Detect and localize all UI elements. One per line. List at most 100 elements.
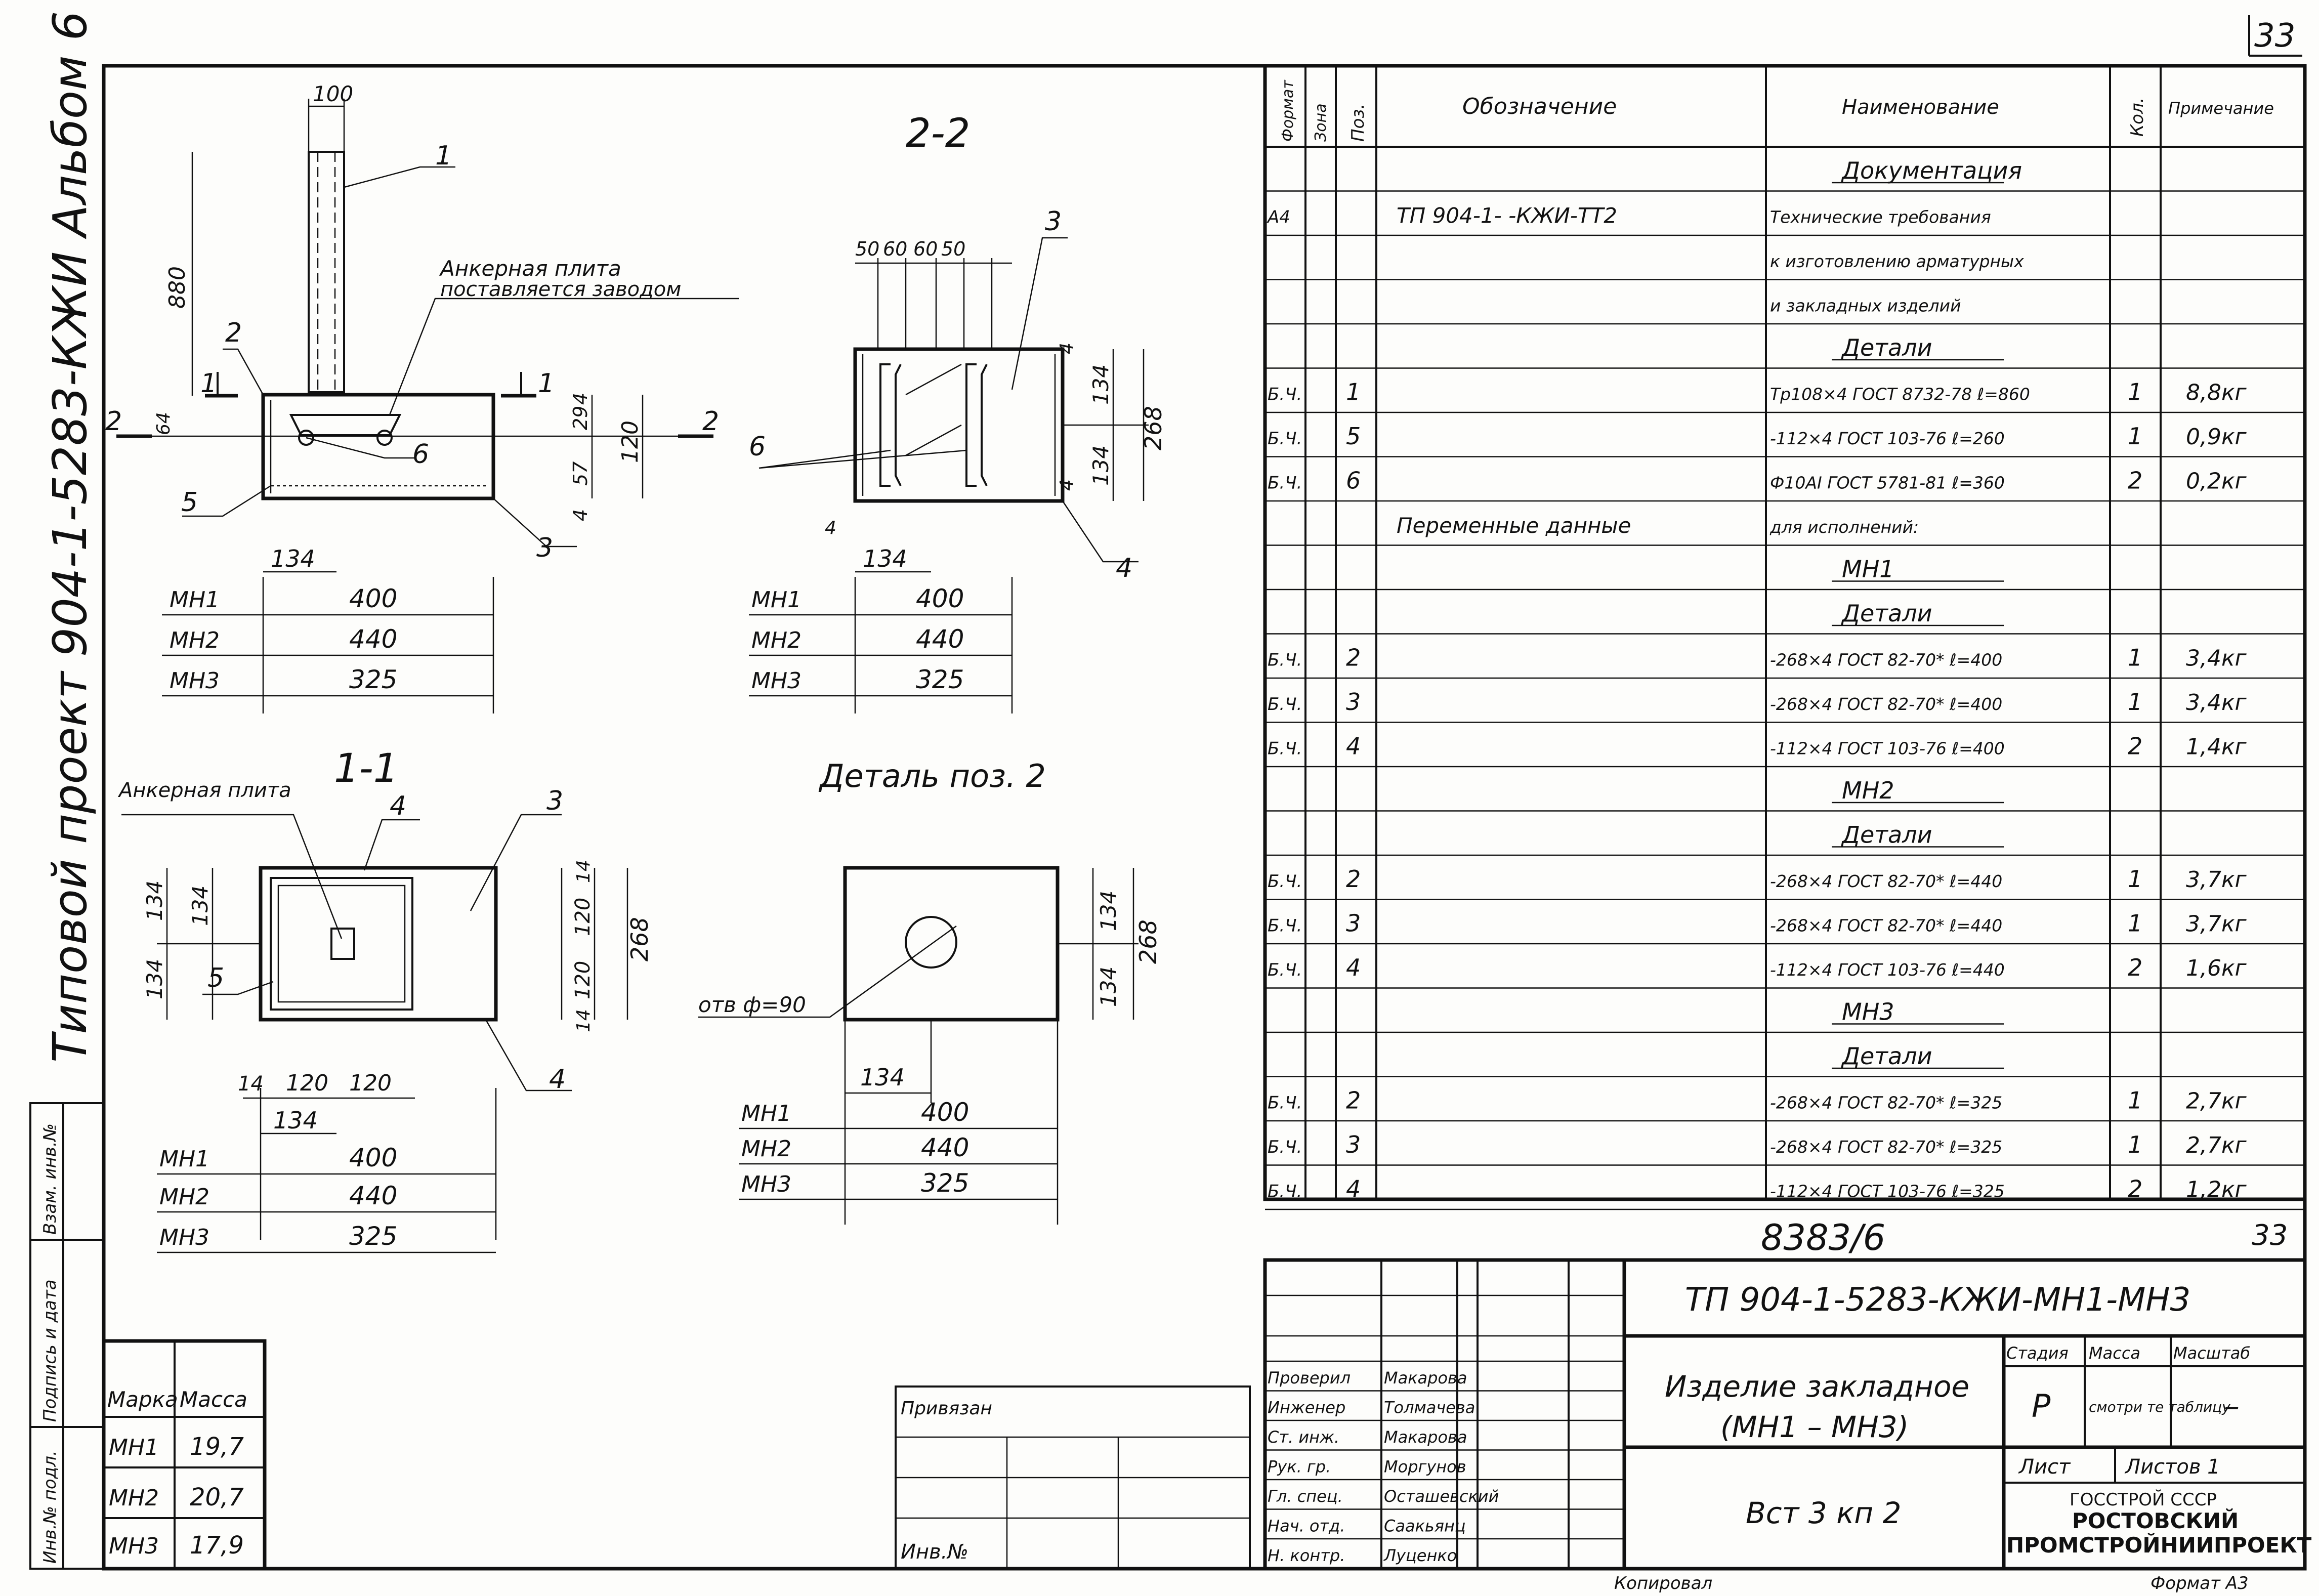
- spec-cell-pos: 3: [1346, 688, 1361, 716]
- spec-cell-pos: 2: [1346, 1087, 1361, 1114]
- spec-cell-name: Документация: [1841, 157, 2022, 184]
- detail-pos-2-view: Деталь поз. 2 отв ф=90 134 134 268 134 М…: [698, 758, 1162, 1225]
- spec-header-zone: Зона: [1312, 103, 1330, 142]
- mass-mark-mn1: МН1: [109, 1435, 159, 1460]
- spec-cell-qty: 1: [2128, 379, 2142, 406]
- var-label-mn3-a: МН3: [170, 668, 220, 694]
- spec-cell-name: -112×4 ГОСТ 103-76 ℓ=260: [1770, 429, 2005, 448]
- spec-cell-pos: 1: [1346, 379, 1361, 406]
- mass-header-mass: Масса: [180, 1387, 247, 1412]
- spec-cell-format: Б.Ч.: [1268, 916, 1302, 936]
- spec-cell-name: -112×4 ГОСТ 103-76 ℓ=440: [1770, 960, 2005, 980]
- spec-header-pos: Поз.: [1348, 104, 1368, 142]
- stamp-stage: Р: [2032, 1388, 2051, 1424]
- dim-268-c: 268: [626, 917, 653, 961]
- section-1-1-title: 1-1: [334, 746, 398, 791]
- spec-cell-note: 1,2кг: [2186, 1177, 2247, 1203]
- dim-134-c1: 134: [142, 880, 167, 921]
- spec-cell-format: А4: [1267, 207, 1290, 228]
- dim-57: 57: [569, 461, 592, 486]
- spec-cell-format: Б.Ч.: [1268, 385, 1302, 405]
- spec-cell-note: 2,7кг: [2186, 1132, 2247, 1158]
- spec-cell-pos: 2: [1346, 644, 1361, 671]
- stamp-sheet: Лист: [2018, 1455, 2071, 1479]
- spec-cell-format: Б.Ч.: [1268, 1137, 1302, 1157]
- binding-inv: Инв.№: [901, 1540, 968, 1564]
- pos-4-label-b: 4: [1116, 553, 1132, 583]
- stamp-org-2: РОСТОВСКИЙ: [2072, 1508, 2239, 1533]
- stamp-role-title: Проверил: [1268, 1368, 1351, 1388]
- spec-cell-name: -268×4 ГОСТ 82-70* ℓ=325: [1770, 1137, 2002, 1157]
- binding-label: Привязан: [901, 1398, 992, 1419]
- stamp-role-person: Моргунов: [1384, 1457, 1466, 1476]
- spec-cell-qty: 1: [2128, 1087, 2142, 1114]
- dim-4-b2: 4: [1057, 479, 1077, 491]
- stamp-scale: –: [2224, 1388, 2240, 1424]
- spec-cell-note: 3,7кг: [2186, 867, 2247, 893]
- dim-60-b: 60: [913, 238, 938, 260]
- spec-cell-format: Б.Ч.: [1268, 650, 1302, 670]
- spec-cell-name: Детали: [1841, 600, 1932, 627]
- mass-mark-mn2: МН2: [109, 1485, 159, 1511]
- spec-cell-note: 1,4кг: [2186, 734, 2247, 760]
- spec-cell-pos: 4: [1346, 733, 1361, 760]
- pos-3-label-b: 3: [1045, 206, 1062, 237]
- spec-cell-format: Б.Ч.: [1268, 694, 1302, 715]
- spec-cell-name: -268×4 ГОСТ 82-70* ℓ=400: [1770, 650, 2002, 670]
- mass-value-mn1: 19,7: [190, 1433, 244, 1461]
- var-value-440-b: 440: [916, 624, 964, 654]
- spec-cell-qty: 2: [2128, 467, 2142, 494]
- stamp-mass: смотри те таблицу: [2089, 1399, 2230, 1415]
- dim-50-a: 50: [855, 238, 879, 260]
- var-value-400-b: 400: [916, 584, 964, 613]
- specification-table: Формат Зона Поз. Обозначение Наименовани…: [1263, 64, 2307, 1210]
- dim-134-b3: 134: [863, 545, 907, 572]
- stamp-role-person: Макарова: [1384, 1427, 1467, 1447]
- stamp-title-2: (МН1 – МН3): [1720, 1410, 1909, 1444]
- dim-4-b1: 4: [1057, 343, 1077, 354]
- stamp-mass-header: Масса: [2089, 1343, 2140, 1363]
- spec-cell-name: Детали: [1841, 821, 1932, 849]
- spec-cell-name: -268×4 ГОСТ 82-70* ℓ=440: [1770, 916, 2002, 936]
- dim-134-c4: 134: [273, 1107, 318, 1134]
- spec-cell-name: Ф10АI ГОСТ 5781-81 ℓ=360: [1770, 473, 2005, 493]
- dim-64: 64: [153, 412, 174, 435]
- stamp-format: Формат А3: [2151, 1573, 2249, 1593]
- pos-6-label: 6: [412, 439, 429, 470]
- spec-cell-name: МН1: [1842, 556, 1894, 583]
- spec-cell-pos: 3: [1346, 910, 1361, 937]
- var-value-400-a: 400: [349, 584, 397, 613]
- detail-title: Деталь поз. 2: [818, 758, 1046, 794]
- spec-cell-format: Б.Ч.: [1268, 739, 1302, 759]
- stamp-scale-header: Масштаб: [2173, 1343, 2250, 1363]
- section-2-2-view: 2-2 50 60 60 50 3 4 6 134 134 268 4 4: [749, 111, 1167, 713]
- spec-cell-qty: 1: [2128, 910, 2142, 937]
- dim-134-d2: 134: [1096, 967, 1121, 1007]
- stamp-role-person: Луценко: [1383, 1546, 1457, 1565]
- pos-2-label: 2: [225, 318, 242, 348]
- stamp-role-title: Нач. отд.: [1268, 1516, 1345, 1535]
- var-value-325-b: 325: [916, 665, 964, 694]
- spec-cell-format: Б.Ч.: [1268, 473, 1302, 493]
- var-value-440-c: 440: [349, 1181, 397, 1210]
- spec-cell-qty: 2: [2128, 733, 2142, 760]
- var-value-325-c: 325: [349, 1222, 397, 1251]
- dim-120: 120: [617, 421, 643, 463]
- dim-268-b: 268: [1140, 406, 1167, 450]
- spec-header-designation: Обозначение: [1462, 94, 1617, 119]
- spec-cell-name: Детали: [1841, 1042, 1932, 1070]
- mass-mark-mn3: МН3: [109, 1533, 159, 1559]
- dim-134-c2: 134: [142, 959, 167, 999]
- spec-cell-note: 0,9кг: [2186, 424, 2247, 450]
- cut-mark-1-right: 1: [538, 368, 555, 399]
- stamp-role-title: Гл. спец.: [1268, 1487, 1343, 1506]
- spec-cell-qty: 2: [2128, 1175, 2142, 1203]
- pos-5-label: 5: [181, 487, 198, 518]
- spec-cell-name: -268×4 ГОСТ 82-70* ℓ=400: [1770, 694, 2002, 714]
- stamp-role-person: Макарова: [1384, 1368, 1467, 1388]
- pos-1-label: 1: [435, 141, 452, 171]
- dim-268-d: 268: [1134, 919, 1162, 964]
- mass-value-mn3: 17,9: [190, 1531, 244, 1560]
